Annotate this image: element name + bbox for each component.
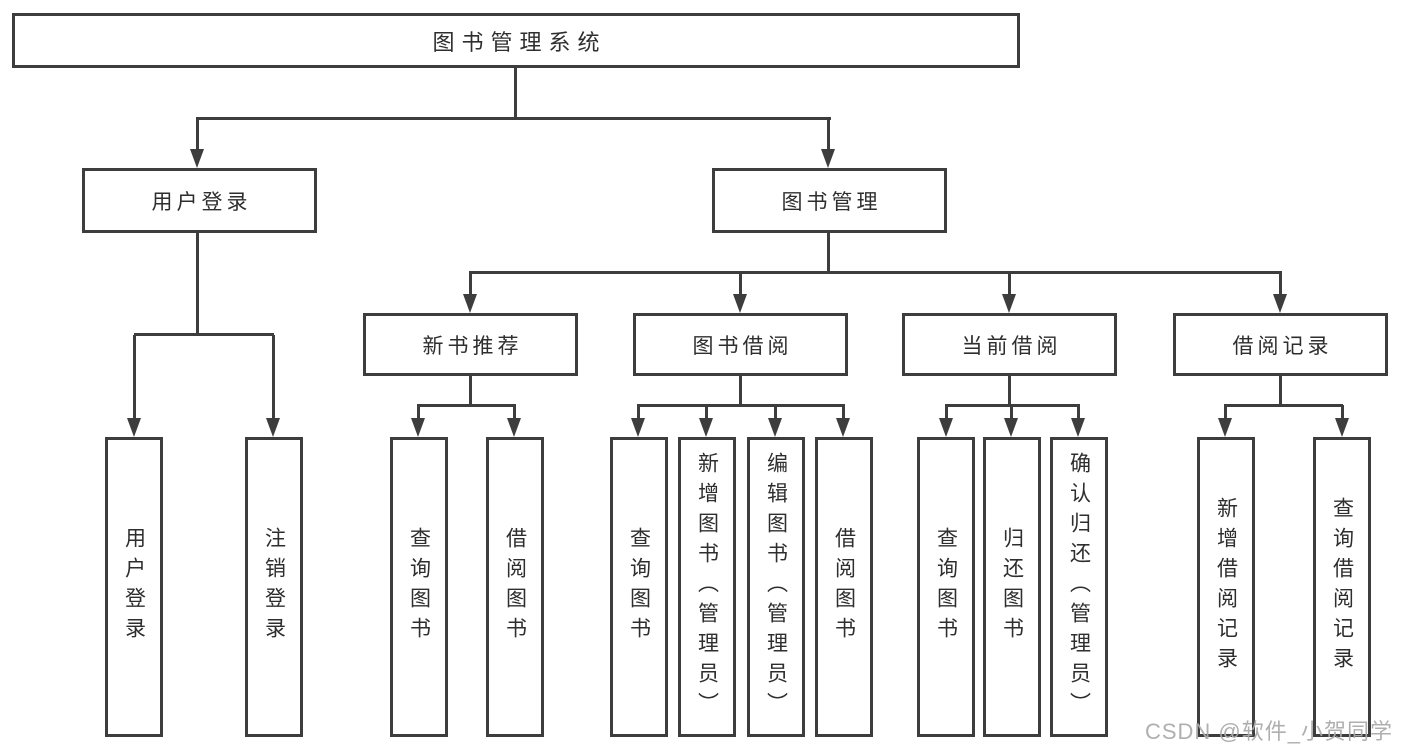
leaf-user-login: 用户登录 bbox=[105, 437, 163, 737]
arrow-down-icon bbox=[631, 418, 645, 437]
leaf-label: 编辑图书（管理员） bbox=[764, 452, 788, 722]
leaf-label: 归还图书 bbox=[1000, 527, 1024, 647]
connector-line bbox=[842, 405, 845, 420]
arrow-down-icon bbox=[463, 294, 477, 313]
connector-line bbox=[1010, 405, 1013, 420]
arrow-down-icon bbox=[1335, 418, 1349, 437]
arrow-down-icon bbox=[1273, 294, 1287, 313]
node-label: 图书管理系统 bbox=[432, 29, 607, 55]
connector-line bbox=[134, 333, 274, 336]
arrow-down-icon bbox=[939, 418, 953, 437]
leaf-query-books-borrow: 查询图书 bbox=[610, 437, 668, 737]
node-library-management-system: 图书管理系统 bbox=[12, 13, 1020, 68]
leaf-confirm-return-admin: 确认归还（管理员） bbox=[1050, 437, 1108, 737]
connector-line bbox=[739, 274, 742, 296]
connector-line bbox=[945, 404, 1080, 407]
node-borrowing-records: 借阅记录 bbox=[1173, 313, 1388, 376]
connector-line bbox=[827, 233, 830, 274]
node-label: 当前借阅 bbox=[961, 334, 1062, 358]
arrow-down-icon bbox=[699, 418, 713, 437]
connector-line bbox=[945, 405, 948, 420]
node-user-login: 用户登录 bbox=[82, 168, 317, 233]
arrow-down-icon bbox=[821, 149, 835, 168]
leaf-label: 借阅图书 bbox=[832, 527, 856, 647]
leaf-label: 新增借阅记录 bbox=[1214, 497, 1238, 677]
arrow-down-icon bbox=[1004, 418, 1018, 437]
connector-line bbox=[1224, 404, 1343, 407]
node-book-management: 图书管理 bbox=[712, 168, 947, 233]
leaf-add-book-admin: 新增图书（管理员） bbox=[678, 437, 736, 737]
connector-line bbox=[1341, 405, 1344, 420]
connector-line bbox=[196, 233, 199, 335]
leaf-label: 查询借阅记录 bbox=[1330, 497, 1354, 677]
connector-line bbox=[417, 405, 420, 420]
node-label: 用户登录 bbox=[151, 190, 252, 214]
node-label: 图书管理 bbox=[781, 190, 882, 214]
leaf-query-books-current: 查询图书 bbox=[917, 437, 975, 737]
arrow-down-icon bbox=[836, 418, 850, 437]
connector-line bbox=[1077, 405, 1080, 420]
arrow-down-icon bbox=[507, 418, 521, 437]
node-label: 新书推荐 bbox=[422, 334, 523, 358]
connector-line bbox=[514, 68, 517, 118]
node-new-book-recommend: 新书推荐 bbox=[363, 313, 578, 376]
node-book-borrowing: 图书借阅 bbox=[633, 313, 848, 376]
arrow-down-icon bbox=[190, 149, 204, 168]
leaf-logout: 注销登录 bbox=[245, 437, 303, 737]
connector-line bbox=[1224, 405, 1227, 420]
connector-line bbox=[739, 376, 742, 406]
leaf-label: 借阅图书 bbox=[503, 527, 527, 647]
leaf-add-borrow-record: 新增借阅记录 bbox=[1197, 437, 1255, 737]
node-label: 借阅记录 bbox=[1232, 334, 1333, 358]
node-label: 图书借阅 bbox=[692, 334, 793, 358]
leaf-label: 新增图书（管理员） bbox=[695, 452, 719, 722]
connector-line bbox=[1279, 274, 1282, 296]
leaf-label: 查询图书 bbox=[934, 527, 958, 647]
connector-line bbox=[469, 274, 472, 296]
connector-line bbox=[1008, 376, 1011, 406]
leaf-borrow-books-recommend: 借阅图书 bbox=[486, 437, 544, 737]
connector-line bbox=[1279, 376, 1282, 406]
arrow-down-icon bbox=[266, 418, 280, 437]
connector-line bbox=[196, 118, 199, 151]
connector-line bbox=[513, 405, 516, 420]
connector-line bbox=[637, 405, 640, 420]
leaf-query-books-recommend: 查询图书 bbox=[390, 437, 448, 737]
leaf-query-borrow-record: 查询借阅记录 bbox=[1313, 437, 1371, 737]
leaf-label: 查询图书 bbox=[627, 527, 651, 647]
leaf-label: 确认归还（管理员） bbox=[1067, 452, 1091, 722]
arrow-down-icon bbox=[127, 418, 141, 437]
connector-line bbox=[272, 335, 275, 419]
leaf-edit-book-admin: 编辑图书（管理员） bbox=[747, 437, 805, 737]
connector-line bbox=[774, 405, 777, 420]
leaf-label: 用户登录 bbox=[122, 527, 146, 647]
connector-line bbox=[417, 404, 516, 407]
arrow-down-icon bbox=[733, 294, 747, 313]
connector-line bbox=[133, 335, 136, 419]
connector-line bbox=[827, 118, 830, 151]
csdn-watermark: CSDN @软件_小贺同学 bbox=[1144, 719, 1393, 744]
leaf-label: 注销登录 bbox=[262, 527, 286, 647]
arrow-down-icon bbox=[1218, 418, 1232, 437]
arrow-down-icon bbox=[1002, 294, 1016, 313]
connector-line bbox=[469, 271, 1282, 274]
leaf-borrow-books: 借阅图书 bbox=[815, 437, 873, 737]
connector-line bbox=[196, 117, 831, 120]
leaf-label: 查询图书 bbox=[407, 527, 431, 647]
arrow-down-icon bbox=[1071, 418, 1085, 437]
connector-line bbox=[637, 404, 845, 407]
leaf-return-book: 归还图书 bbox=[983, 437, 1041, 737]
arrow-down-icon bbox=[768, 418, 782, 437]
arrow-down-icon bbox=[411, 418, 425, 437]
connector-line bbox=[705, 405, 708, 420]
connector-line bbox=[1008, 274, 1011, 296]
node-current-borrowing: 当前借阅 bbox=[902, 313, 1117, 376]
connector-line bbox=[469, 376, 472, 406]
